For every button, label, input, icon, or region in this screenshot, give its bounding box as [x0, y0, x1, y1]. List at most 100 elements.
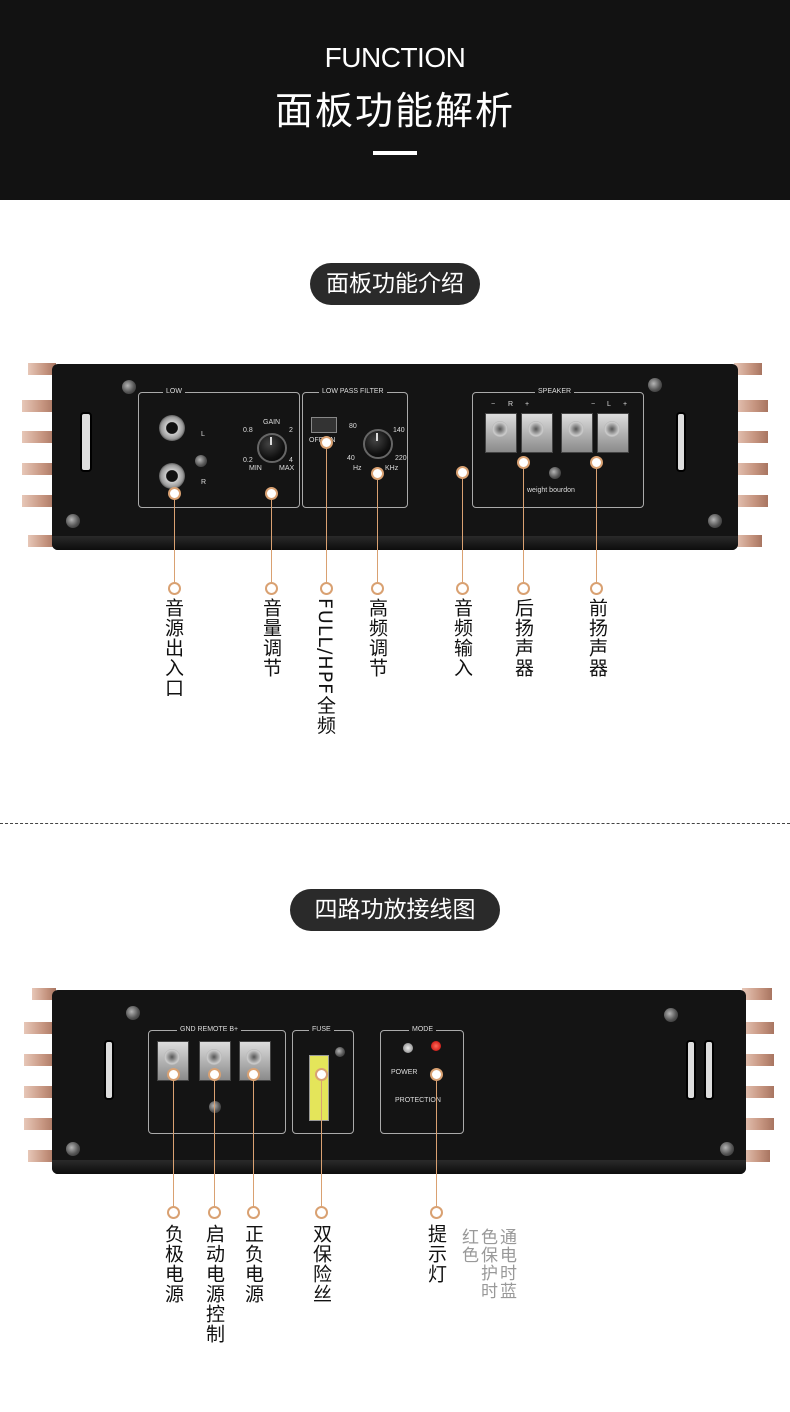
- callout-dot: [208, 1068, 221, 1081]
- protection-led-icon: [431, 1041, 441, 1051]
- screw-icon: [708, 514, 722, 528]
- heatsink-fin: [24, 1022, 56, 1034]
- low-input-box: LOW L R GAIN 0.8 2 0.2 4 MIN MAX: [138, 388, 300, 508]
- frequency-knob[interactable]: [363, 429, 393, 459]
- heatsink-fin: [22, 495, 56, 507]
- callout-full-hpf: FULL/HPF全频: [314, 598, 336, 736]
- callout-dot: [430, 1068, 443, 1081]
- callout-dot: [167, 1206, 180, 1219]
- screw-icon: [209, 1101, 221, 1113]
- lpf-label: LOW PASS FILTER: [319, 388, 387, 395]
- channel-r-label: R: [201, 479, 207, 486]
- heatsink-fin: [28, 535, 56, 547]
- channel-l-label: L: [201, 431, 205, 438]
- heatsink-fin: [742, 1054, 774, 1066]
- callout-line: [173, 1076, 174, 1210]
- speaker-l-minus: −: [591, 401, 596, 408]
- indicator-note: 通电时蓝色保护时红色: [458, 1228, 516, 1300]
- callout-line: [174, 488, 175, 584]
- callout-dot: [265, 582, 278, 595]
- freq-tick-80: 80: [349, 423, 357, 430]
- header-title-en: FUNCTION: [324, 42, 466, 73]
- callout-dot: [168, 487, 181, 500]
- heatsink-fin: [734, 431, 768, 443]
- gain-max-label: MAX: [279, 465, 295, 472]
- speaker-r-plus: +: [525, 401, 530, 408]
- heatsink-fin: [742, 1118, 774, 1130]
- freq-tick-40: 40: [347, 455, 355, 462]
- callout-gnd: 负极电源: [162, 1224, 184, 1304]
- heatsink-fin: [22, 400, 56, 412]
- speaker-terminal-icon[interactable]: [521, 413, 553, 453]
- callout-line: [214, 1076, 215, 1210]
- heatsink-fin: [742, 1150, 770, 1162]
- vent-slot: [80, 412, 92, 472]
- gain-min-label: MIN: [249, 465, 262, 472]
- screw-icon: [66, 514, 80, 528]
- speaker-terminal-icon[interactable]: [485, 413, 517, 453]
- fuse-box: FUSE: [292, 1026, 354, 1134]
- callout-line: [326, 442, 327, 584]
- screw-icon: [549, 467, 561, 479]
- low-label: LOW: [163, 388, 185, 395]
- callout-dot: [320, 436, 333, 449]
- mode-indicator-box: MODE POWER PROTECTION: [380, 1026, 464, 1134]
- section2-title-pill: 四路功放接线图: [290, 889, 500, 931]
- heatsink-fin: [24, 1054, 56, 1066]
- callout-remote: 启动电源控制: [203, 1224, 225, 1344]
- callout-line: [436, 1076, 437, 1210]
- callout-audio-io: 音源出入口: [162, 598, 184, 698]
- fuse-icon[interactable]: [309, 1055, 329, 1121]
- speaker-terminal-icon[interactable]: [561, 413, 593, 453]
- hz-label: Hz: [353, 465, 362, 472]
- heatsink-fin: [24, 1086, 56, 1098]
- callout-volume: 音量调节: [260, 598, 282, 678]
- heatsink-fin: [734, 495, 768, 507]
- callout-dot: [456, 582, 469, 595]
- amp-panel-front: LOW L R GAIN 0.8 2 0.2 4 MIN MAX LOW PAS…: [0, 360, 790, 560]
- callout-line: [253, 1076, 254, 1210]
- callout-dot: [167, 1068, 180, 1081]
- speaker-l-plus: +: [623, 401, 628, 408]
- speaker-label: SPEAKER: [535, 388, 575, 395]
- heatsink-fin: [22, 431, 56, 443]
- callout-dot: [320, 582, 333, 595]
- speaker-l-label: L: [607, 401, 611, 408]
- callout-line: [523, 462, 524, 584]
- freq-tick-220: 220: [395, 455, 407, 462]
- heatsink-fin: [24, 1118, 56, 1130]
- speaker-terminal-icon[interactable]: [597, 413, 629, 453]
- amp-body-edge: [52, 1160, 746, 1174]
- rca-jack-right-icon[interactable]: [159, 463, 185, 489]
- protection-label: PROTECTION: [395, 1097, 441, 1104]
- freq-tick-140: 140: [393, 427, 405, 434]
- header-title-cn: 面板功能解析: [274, 89, 515, 133]
- callout-dot: [247, 1068, 260, 1081]
- callout-dot: [315, 1206, 328, 1219]
- gain-knob[interactable]: [257, 433, 287, 463]
- full-hpf-switch[interactable]: [311, 417, 337, 433]
- heatsink-fin: [734, 535, 762, 547]
- callout-line: [321, 1076, 322, 1210]
- power-label: POWER: [391, 1069, 418, 1076]
- heatsink-fin: [734, 400, 768, 412]
- callout-front-speaker: 前扬声器: [586, 598, 608, 678]
- screw-icon: [66, 1142, 80, 1156]
- header-banner: FUNCTION 面板功能解析: [0, 0, 790, 200]
- rca-jack-left-icon[interactable]: [159, 415, 185, 441]
- screw-icon: [664, 1008, 678, 1022]
- amp-body-edge: [52, 536, 738, 550]
- screw-icon: [126, 1006, 140, 1020]
- heatsink-fin: [28, 1150, 56, 1162]
- vent-slot: [704, 1040, 714, 1100]
- section-divider: [0, 823, 790, 824]
- heatsink-fin: [22, 463, 56, 475]
- callout-indicator: 提示灯: [425, 1224, 447, 1284]
- callout-high-freq: 高频调节: [366, 598, 388, 678]
- speaker-output-box: SPEAKER − R + − L + weight bourdon: [472, 388, 644, 508]
- header-divider: [373, 151, 417, 155]
- gain-tick-08: 0.8: [243, 427, 253, 434]
- heatsink-fin: [734, 463, 768, 475]
- amp-panel-power: GND REMOTE B+ FUSE MODE POWER PROTECTION: [0, 984, 790, 1184]
- low-pass-filter-box: LOW PASS FILTER OFF ON 80 140 40 220 Hz …: [302, 388, 408, 508]
